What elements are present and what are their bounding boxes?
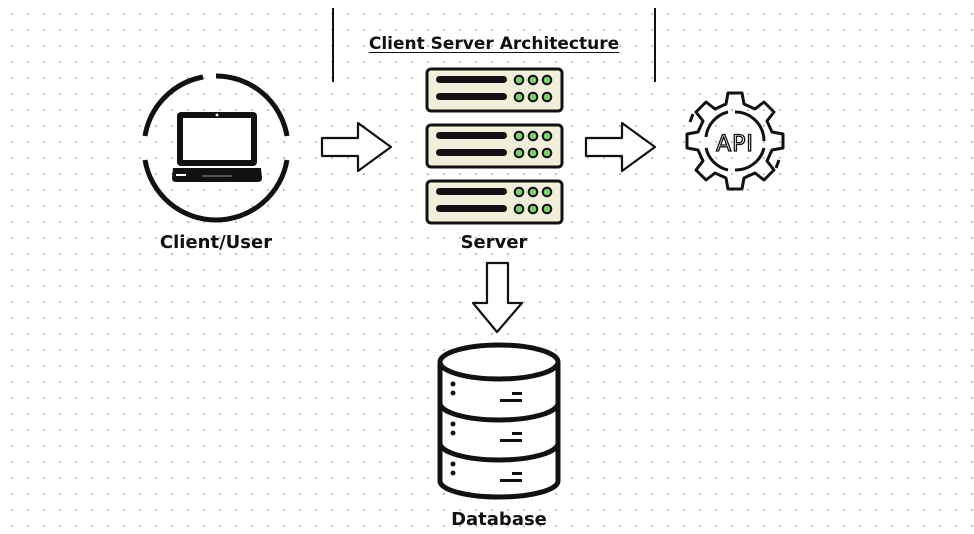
server-label: Server bbox=[460, 232, 528, 253]
arrow-right-icon bbox=[584, 121, 657, 173]
database-icon bbox=[437, 342, 561, 500]
arrow-right-icon bbox=[320, 121, 393, 173]
database-label: Database bbox=[451, 509, 547, 530]
diagram-title: Client Server Architecture bbox=[368, 34, 620, 54]
api-gear-label: API bbox=[716, 132, 754, 157]
arrow-down-icon bbox=[471, 261, 524, 334]
server-rack-icon bbox=[425, 67, 564, 225]
api-gear-icon bbox=[685, 91, 785, 191]
laptop-icon bbox=[142, 73, 290, 223]
client-label: Client/User bbox=[159, 232, 273, 253]
